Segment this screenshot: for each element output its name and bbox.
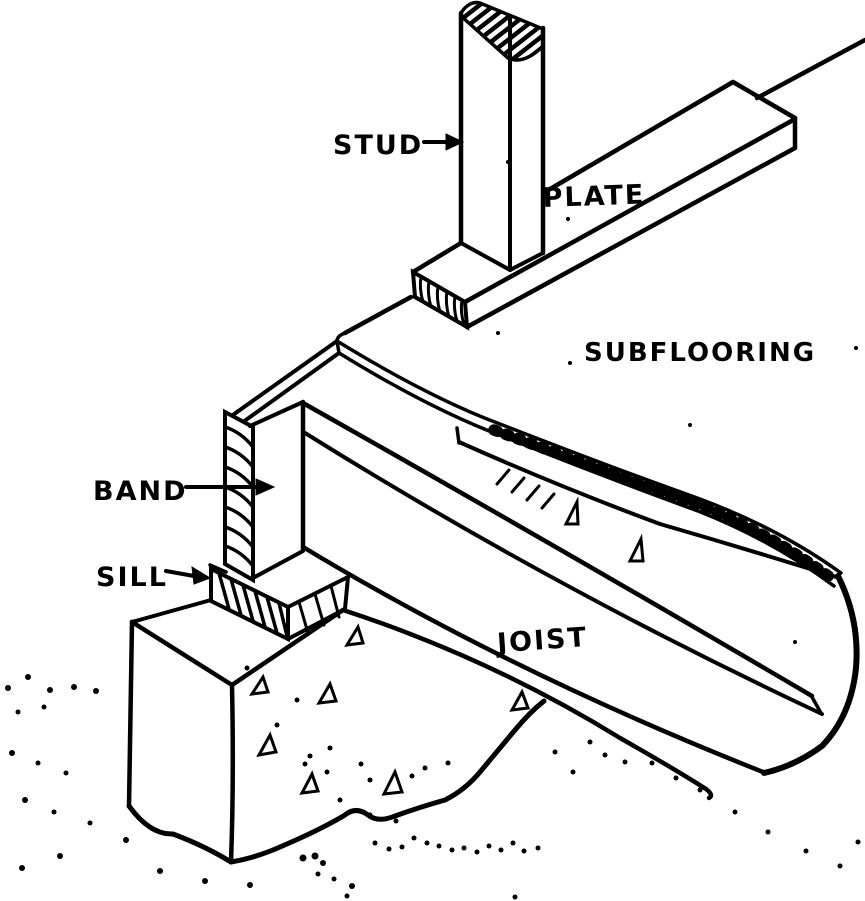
band-label: BAND (93, 476, 187, 507)
joist-chip-mark-2 (627, 533, 645, 563)
subflooring (228, 37, 865, 776)
stud-broken-top (459, 0, 545, 62)
callout-arrows (164, 133, 465, 585)
joist-plank-upper-line (457, 440, 838, 579)
sill-arrow (164, 566, 212, 585)
foundation (126, 598, 714, 865)
foundation-base-left (126, 803, 234, 865)
stud-bottom-left-edge (459, 241, 512, 272)
foundation-top-rear-edge (130, 598, 213, 624)
subfloor-break-curve-upper (335, 339, 843, 575)
joist-bottom-edge (300, 544, 766, 775)
plate-bottom-edge (464, 145, 798, 330)
band-face-top-edge (248, 400, 305, 428)
stud-label: STUD (333, 130, 423, 161)
sill-top-far-edge (208, 563, 228, 574)
plate-right-end-top-edge (730, 79, 798, 121)
sill-label: SILL (96, 562, 168, 593)
joist-plank-connector (455, 426, 461, 445)
subfloor-left-edge-top (228, 339, 339, 419)
stud (458, 0, 546, 272)
plate-top-far-edge-left (410, 240, 464, 275)
joist-chip-mark-1 (563, 496, 580, 526)
aggregate-triangles (248, 623, 531, 796)
joist-end-connector (810, 695, 823, 715)
band-arrow (184, 478, 276, 496)
plate-top-far-edge-right (542, 79, 736, 195)
subflooring-label: SUBFLOORING (584, 338, 816, 368)
plate-end-grain-hatch (418, 275, 466, 327)
band (223, 400, 305, 584)
foundation-top-left-edge (129, 619, 235, 688)
band-face-bottom-edge (251, 549, 305, 580)
foundation-left-rear-edge (126, 619, 135, 809)
subfloor-far-edge-left (342, 294, 414, 336)
foundation-top-front-edge (229, 607, 346, 688)
joist-label: JOIST (494, 622, 589, 659)
ground-line (228, 698, 547, 865)
plate (410, 79, 798, 331)
ground-speckles (5, 160, 861, 900)
foundation-break-edge (340, 607, 714, 801)
subfloor-far-edge-right (754, 37, 865, 101)
subfloor-break-plunge-curve (761, 573, 860, 776)
plate-top-near-edge (462, 116, 798, 305)
joist-top-near-edge (303, 431, 824, 716)
joist-cut-hatch (495, 468, 556, 510)
subfloor-left-edge-bottom (230, 351, 341, 432)
joists (300, 399, 838, 775)
sill-end-grain-hatch (217, 571, 289, 638)
sill-cut-edge (343, 575, 350, 611)
subfloor-break-rungs (488, 424, 841, 587)
sill (208, 563, 350, 643)
plate-label: PLATE (542, 179, 646, 214)
stud-bottom-front-edge (508, 251, 545, 272)
foundation-front-corner-edge (228, 682, 236, 865)
stud-arrow (422, 133, 465, 151)
joist-top-far-edge (300, 400, 815, 699)
